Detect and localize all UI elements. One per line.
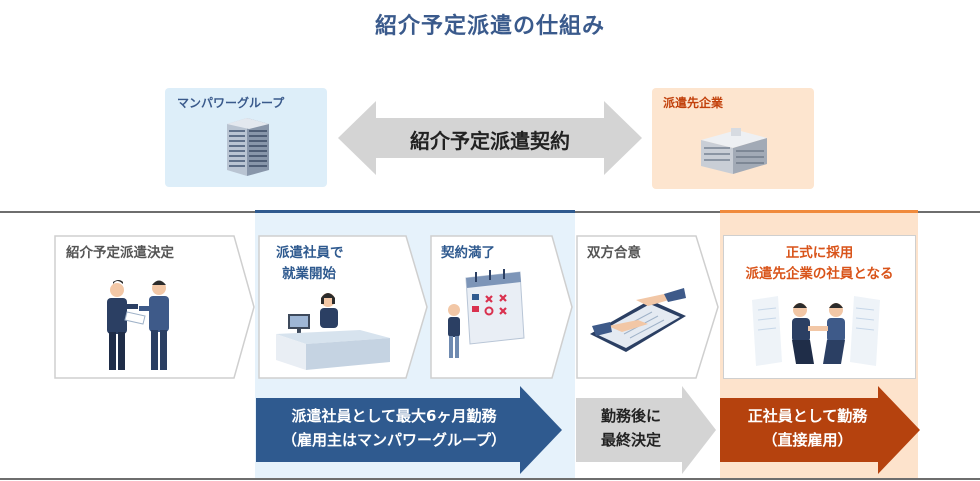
contract-agreement-icon: [590, 288, 686, 352]
step-2-label-line1: 派遣社員で: [276, 245, 344, 261]
step-2-label-line2: 就業開始: [282, 266, 336, 282]
reception-desk-icon: [276, 293, 390, 370]
dispatch-period-line1: 派遣社員として最大6ヶ月勤務: [291, 407, 497, 425]
step-3-label: 契約満了: [441, 245, 495, 261]
direct-employment-line1: 正社員として勤務: [747, 407, 868, 425]
dispatch-period-line2: （雇用主はマンパワーグループ）: [281, 431, 507, 449]
manpower-group-card: マンパワーグループ: [165, 88, 327, 187]
business-handshake-icon: [752, 296, 880, 366]
client-company-card: 派遣先企業: [652, 88, 814, 189]
contract-label: 紹介予定派遣契約: [410, 129, 570, 153]
dispatch-band-top-line: [255, 210, 575, 213]
client-company-label: 派遣先企業: [663, 96, 724, 110]
step-1-label: 紹介予定派遣決定: [66, 245, 174, 261]
divider-bottom: [0, 478, 980, 480]
office-tower-icon: [227, 118, 269, 176]
final-decision-arrow: [576, 386, 716, 474]
manpower-group-label: マンパワーグループ: [177, 96, 285, 110]
step-5-label-line1: 正式に採用: [785, 245, 854, 261]
calendar-schedule-icon: [448, 269, 525, 358]
step-4-label: 双方合意: [587, 245, 641, 261]
final-decision-line2: 最終決定: [600, 431, 661, 449]
office-building-icon: [701, 128, 767, 174]
contract-double-arrow: [338, 101, 642, 175]
page-title: 紹介予定派遣の仕組み: [374, 14, 605, 39]
employment-band-top-line: [720, 210, 918, 213]
final-decision-line1: 勤務後に: [600, 407, 661, 425]
dispatch-period-arrow: [256, 386, 562, 474]
direct-employment-line2: （直接雇用）: [762, 431, 853, 449]
direct-employment-arrow: [720, 386, 920, 474]
step-5-label-line2: 派遣先企業の社員となる: [745, 266, 894, 282]
handshake-meeting-icon: [107, 280, 169, 370]
